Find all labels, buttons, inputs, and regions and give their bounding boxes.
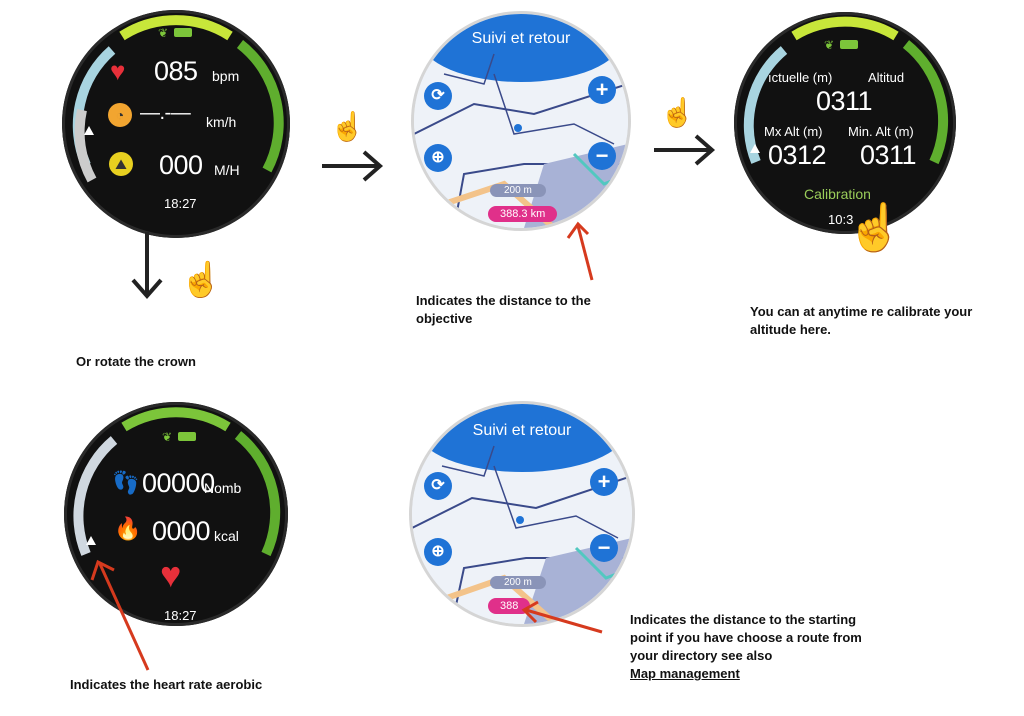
- crown-indicator-icon: [86, 536, 96, 545]
- leaf-icon: ❦: [824, 38, 835, 52]
- current-altitude-label: ıctuelle (m): [768, 70, 833, 85]
- zoom-in-button[interactable]: +: [590, 468, 618, 496]
- map-title: Suivi et retour: [472, 422, 572, 439]
- climb-icon: ⛰: [109, 152, 133, 176]
- map-title: Suivi et retour: [471, 30, 571, 47]
- swipe-hand-icon: ☝: [330, 111, 365, 142]
- zoom-out-button[interactable]: −: [590, 534, 618, 562]
- right-arrow-icon: [654, 134, 716, 166]
- steps-unit: Nomb: [204, 480, 242, 496]
- leaf-icon: ❦: [158, 26, 169, 40]
- heart-rate-watch-face: ❦ ♥ 085 bpm ◔ —.-— km/h ⛰ 000 M/H 18:27: [62, 10, 290, 238]
- min-altitude-label: Min. Alt (m): [848, 124, 914, 139]
- speed-value: —.-—: [140, 102, 191, 124]
- refresh-button[interactable]: ⟳: [424, 82, 452, 110]
- speed-unit: km/h: [206, 114, 237, 130]
- annotation-arrow-icon: [90, 559, 150, 671]
- map-watch-face-bottom: Suivi et retour ⟳ + ⊕ − 200 m 388: [412, 404, 632, 624]
- locate-button[interactable]: ⊕: [424, 144, 452, 172]
- caption-distance-objective: Indicates the distance to the objective: [416, 293, 591, 326]
- annotation-arrow-icon: [521, 600, 603, 634]
- map-watch-face-top: Suivi et retour ⟳ + ⊕ − 200 m 388.3 km: [414, 14, 628, 228]
- max-altitude-label: Mx Alt (m): [764, 124, 823, 139]
- clock-time: 10:3: [828, 212, 854, 227]
- footsteps-icon: 👣: [112, 470, 140, 495]
- caption-recalibrate: You can at anytime re calibrate your alt…: [750, 304, 973, 337]
- kcal-value: 0000: [152, 516, 211, 546]
- tap-hand-icon: ☝: [846, 201, 904, 253]
- swipe-hand-icon: ☝: [180, 261, 223, 299]
- refresh-button[interactable]: ⟳: [424, 472, 452, 500]
- leaf-icon: ❦: [162, 430, 173, 444]
- status-icons: ❦: [162, 430, 197, 444]
- progress-ring: [73, 407, 281, 557]
- crown-indicator-icon: [84, 126, 94, 135]
- caption-starting-point: Indicates the distance to the starting p…: [630, 611, 886, 683]
- distance-badge: 388: [488, 598, 531, 614]
- swipe-hand-icon: ☝: [660, 97, 695, 128]
- heart-rate-value: 085: [154, 56, 198, 86]
- climb-value: 000: [159, 150, 203, 180]
- current-altitude-value: 0311: [816, 86, 873, 116]
- map-scale: 200 m: [490, 576, 546, 589]
- status-icons: ❦: [158, 26, 193, 40]
- altitude-label: Altitud: [868, 70, 905, 85]
- map-management-link[interactable]: Map management: [630, 666, 740, 681]
- activity-watch-face: ❦ 👣 00000 Nomb 🔥 0000 kcal ♥ 18:27: [64, 402, 288, 626]
- climb-unit: M/H: [214, 162, 240, 178]
- battery-icon: [178, 432, 197, 441]
- caption-starting-point-text: Indicates the distance to the starting p…: [630, 612, 862, 663]
- status-icons: ❦: [824, 38, 859, 52]
- map-canvas: [412, 404, 632, 624]
- altitude-watch-face: ❦ ıctuelle (m) Altitud 0311 Mx Alt (m) 0…: [734, 12, 956, 234]
- progress-ring: [72, 15, 284, 183]
- down-arrow-icon: [131, 232, 163, 300]
- locate-button[interactable]: ⊕: [424, 538, 452, 566]
- calibration-button[interactable]: Calibration: [804, 186, 871, 202]
- heart-rate-unit: bpm: [212, 68, 240, 84]
- distance-badge: 388.3 km: [488, 206, 558, 222]
- crown-indicator-icon: [750, 144, 760, 153]
- clock-time: 18:27: [164, 608, 197, 623]
- heart-icon: ♥: [110, 56, 126, 86]
- map-scale: 200 m: [490, 184, 546, 197]
- clock-time: 18:27: [164, 196, 197, 211]
- zoom-out-button[interactable]: −: [588, 142, 616, 170]
- right-arrow-icon: [322, 150, 384, 182]
- kcal-unit: kcal: [214, 528, 239, 544]
- zoom-in-button[interactable]: +: [588, 76, 616, 104]
- flame-icon: 🔥: [114, 516, 142, 541]
- caption-rotate-crown: Or rotate the crown: [76, 354, 196, 369]
- min-altitude-value: 0311: [860, 140, 917, 170]
- max-altitude-value: 0312: [768, 140, 827, 170]
- annotation-arrow-icon: [566, 221, 594, 281]
- map-canvas: [414, 14, 628, 228]
- battery-icon: [174, 28, 193, 37]
- speedometer-icon: ◔: [108, 103, 132, 127]
- caption-heart-rate-aerobic: Indicates the heart rate aerobic: [70, 677, 263, 692]
- steps-value: 00000: [142, 468, 215, 498]
- heart-icon: ♥: [160, 554, 182, 595]
- battery-icon: [840, 40, 859, 49]
